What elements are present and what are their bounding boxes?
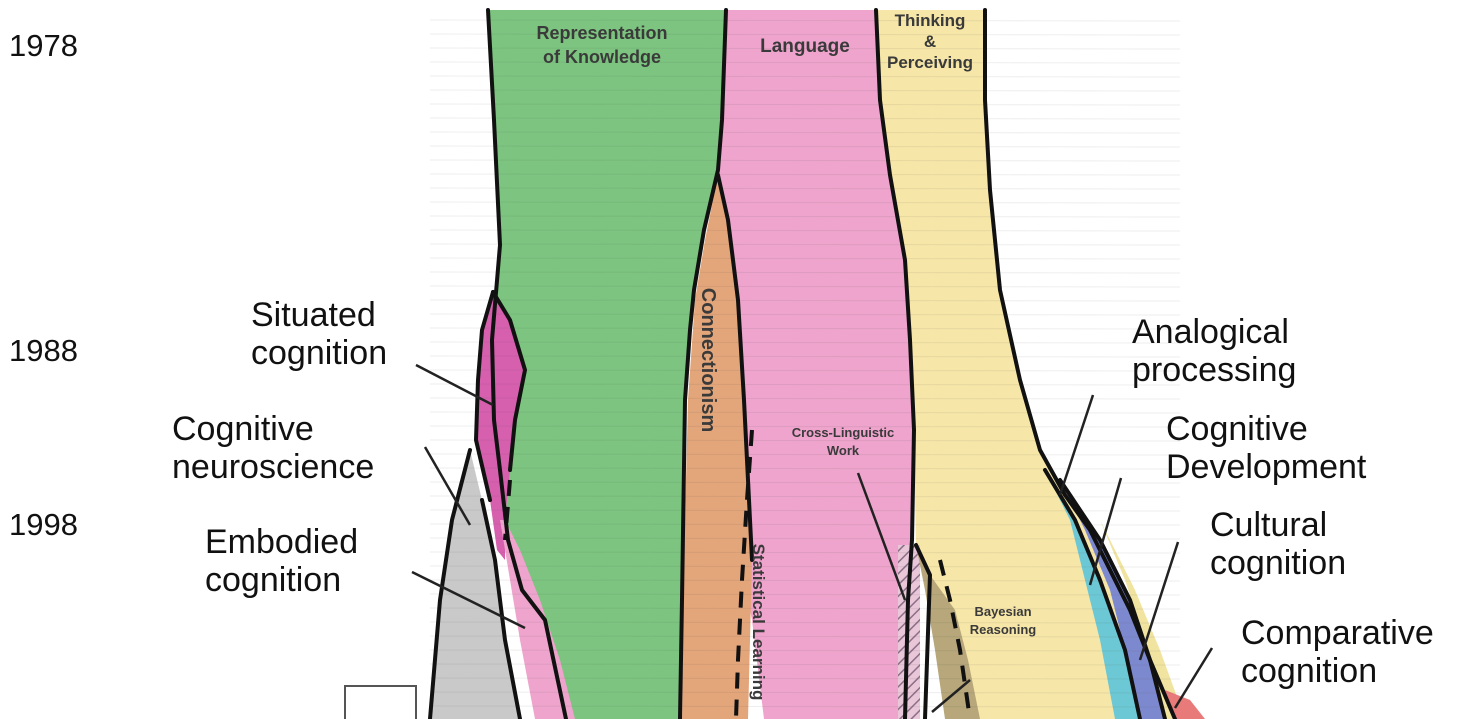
language-label: Language — [760, 36, 850, 57]
year-1978: 1978 — [9, 28, 78, 63]
year-1988: 1988 — [9, 333, 78, 368]
statistical-learning-label: Statistical Learning — [749, 544, 768, 701]
year-1998: 1998 — [9, 507, 78, 542]
connectionism-label: Connectionism — [697, 288, 719, 432]
legend-box — [345, 686, 416, 719]
